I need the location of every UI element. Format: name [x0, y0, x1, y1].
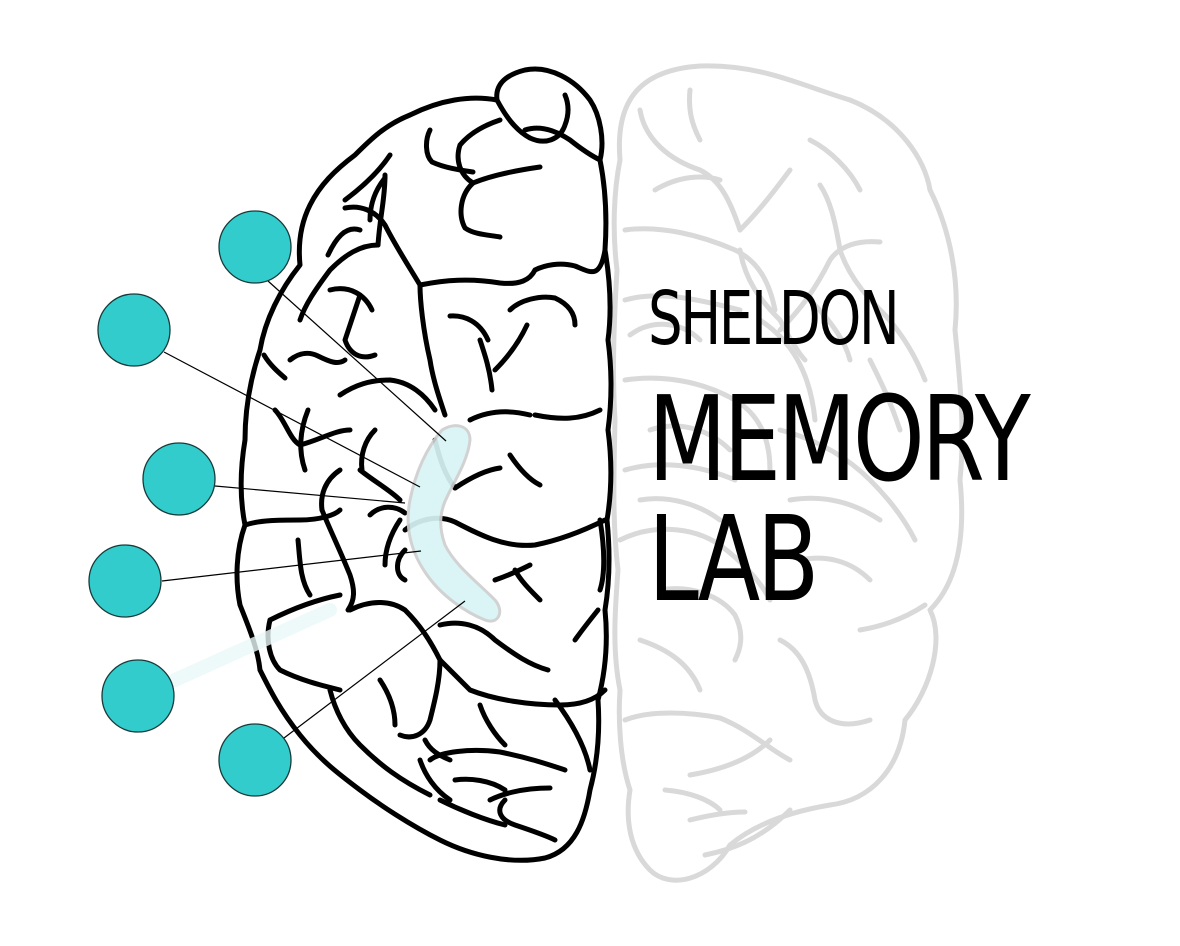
faint-connector-line — [168, 603, 337, 687]
right-hemisphere-icon — [611, 63, 965, 883]
network-nodes — [88, 210, 292, 797]
left-hemisphere-icon — [234, 66, 614, 863]
logo-wordmark: SHELDON MEMORY LAB — [648, 282, 1089, 618]
network-node-icon — [97, 293, 171, 367]
network-node-icon — [142, 442, 216, 516]
hippocampus-highlight-icon — [406, 424, 502, 623]
network-node-icon — [101, 659, 175, 733]
wordmark-lab: LAB — [648, 490, 819, 628]
network-node-icon — [218, 210, 292, 284]
network-node-icon — [218, 723, 292, 797]
connector-lines — [161, 280, 466, 739]
wordmark-memory: MEMORY — [648, 370, 1031, 508]
network-node-icon — [88, 544, 162, 618]
wordmark-sheldon: SHELDON — [648, 276, 900, 362]
